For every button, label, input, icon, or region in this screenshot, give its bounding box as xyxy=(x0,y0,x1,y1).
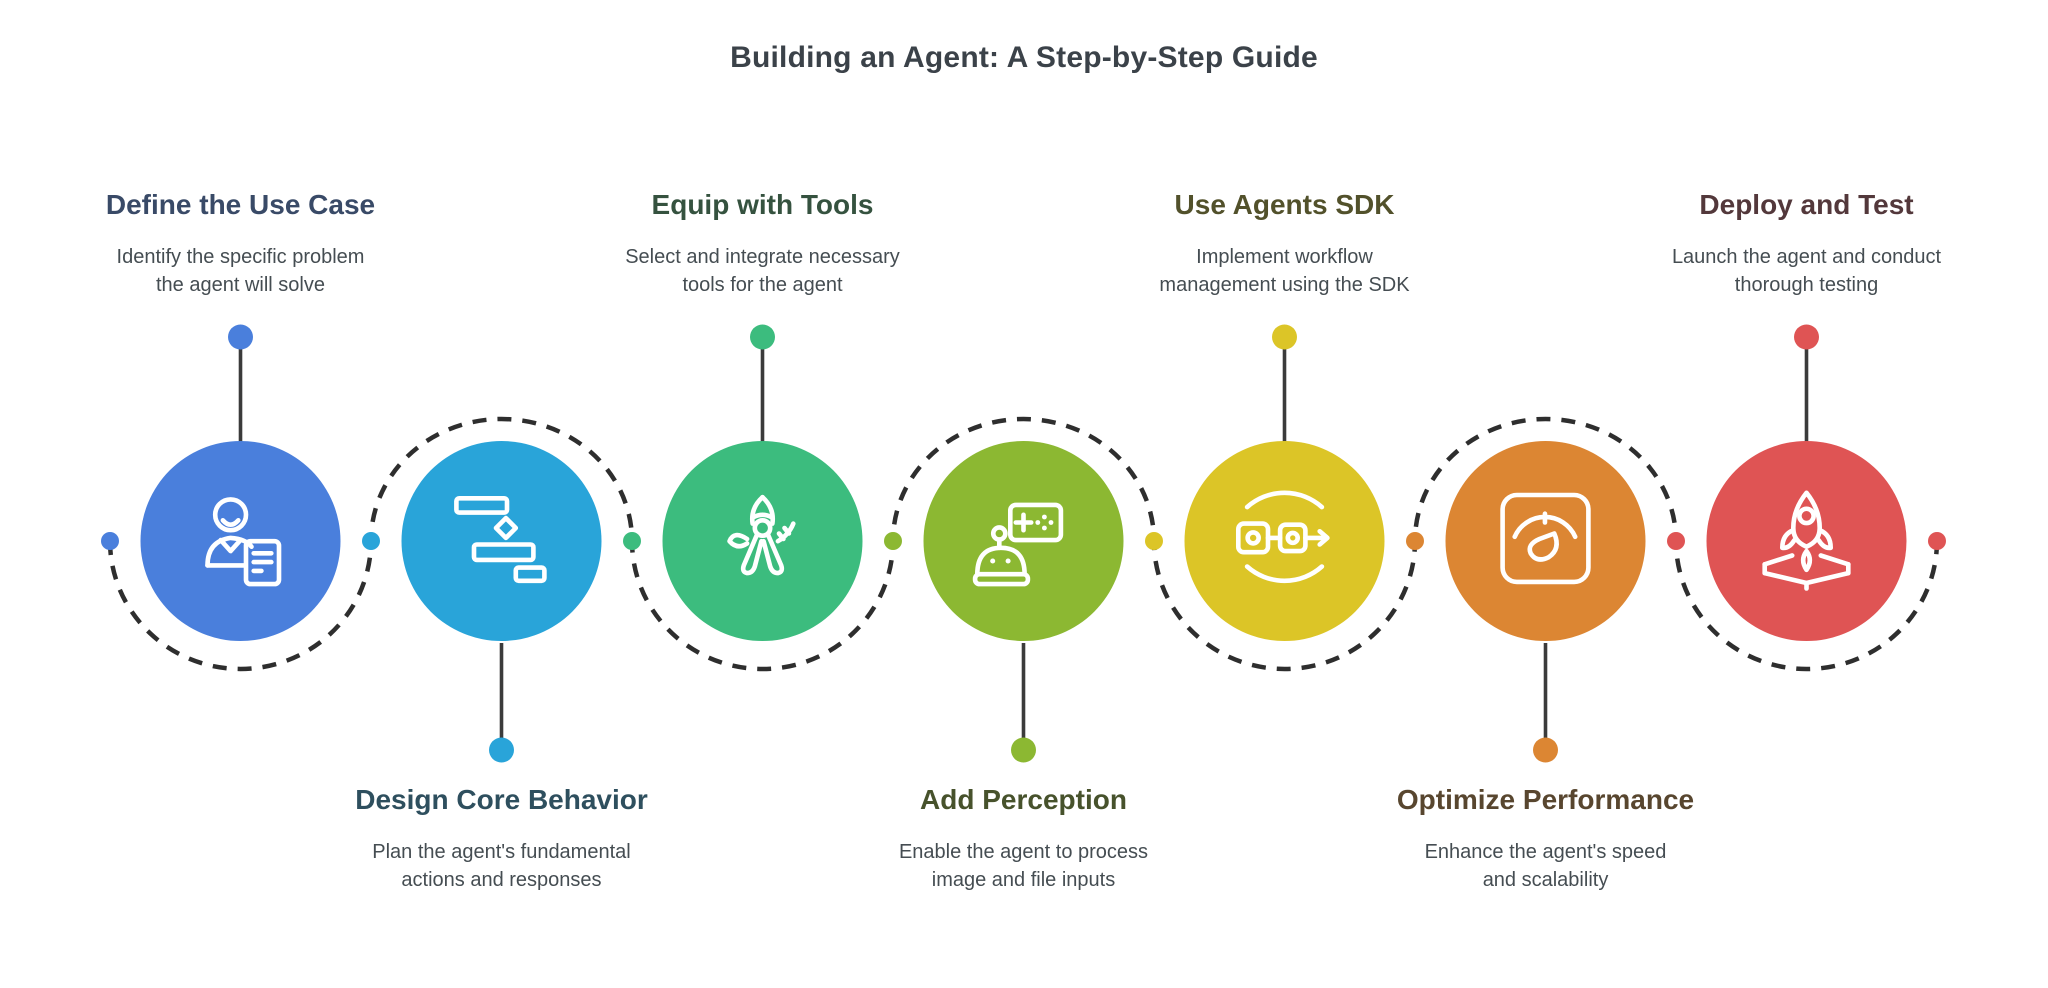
step-node xyxy=(401,441,602,641)
step-circle xyxy=(1445,441,1646,641)
step-description: Implement workflow management using the … xyxy=(1159,246,1410,296)
user-document-icon xyxy=(205,497,282,587)
step-stem-dot xyxy=(1794,324,1819,350)
step-node xyxy=(1445,441,1646,641)
connector-dot xyxy=(884,532,902,550)
pliers-tool-icon xyxy=(727,494,796,576)
step-stem-dot xyxy=(228,324,253,350)
step-stem-dot xyxy=(1011,737,1036,763)
step-node xyxy=(923,441,1124,641)
connector-dot xyxy=(1145,532,1163,550)
step-circle xyxy=(1184,441,1385,641)
robot-perception-icon xyxy=(972,502,1064,587)
step-title: Equip with Tools xyxy=(651,189,874,220)
connector-dot xyxy=(1928,532,1946,550)
serpentine-dashed-path xyxy=(107,416,1940,672)
step-description: Plan the agent's fundamental actions and… xyxy=(372,841,631,891)
connector-dot xyxy=(1406,532,1424,550)
step-title: Define the Use Case xyxy=(105,189,376,220)
step-node xyxy=(662,441,863,641)
rocket-launch-icon xyxy=(1762,490,1851,591)
step-stem-dot xyxy=(750,324,775,350)
sdk-workflow-icon xyxy=(1235,490,1330,584)
step-title: Optimize Performance xyxy=(1396,784,1695,815)
gauge-icon xyxy=(1500,492,1591,585)
step-description: Launch the agent and conduct thorough te… xyxy=(1671,246,1942,296)
connector-dot xyxy=(623,532,641,550)
step-title: Deploy and Test xyxy=(1699,189,1914,220)
step-node xyxy=(140,441,341,641)
step-title: Add Perception xyxy=(920,784,1127,815)
step-title: Use Agents SDK xyxy=(1174,189,1395,220)
step-description: Enable the agent to process image and fi… xyxy=(898,841,1149,891)
step-circle xyxy=(401,441,602,641)
step-description: Enhance the agent's speed and scalabilit… xyxy=(1424,841,1667,891)
page-title: Building an Agent: A Step-by-Step Guide xyxy=(730,41,1318,74)
step-text-block: Use Agents SDK Implement workflow managem… xyxy=(1100,188,1470,299)
workflow-blocks-icon xyxy=(454,495,547,584)
connector-dot xyxy=(101,532,119,550)
step-stem-dot xyxy=(489,737,514,763)
step-stem-dot xyxy=(1533,737,1558,763)
step-circle xyxy=(1706,441,1907,641)
step-node xyxy=(1184,441,1385,641)
step-stem-dot xyxy=(1272,324,1297,350)
step-description: Identify the specific problem the agent … xyxy=(116,246,365,296)
step-title: Design Core Behavior xyxy=(355,784,648,815)
step-description: Select and integrate necessary tools for… xyxy=(625,246,900,296)
connector-dot xyxy=(1667,532,1685,550)
connector-dot xyxy=(362,532,380,550)
step-node xyxy=(1706,441,1907,641)
